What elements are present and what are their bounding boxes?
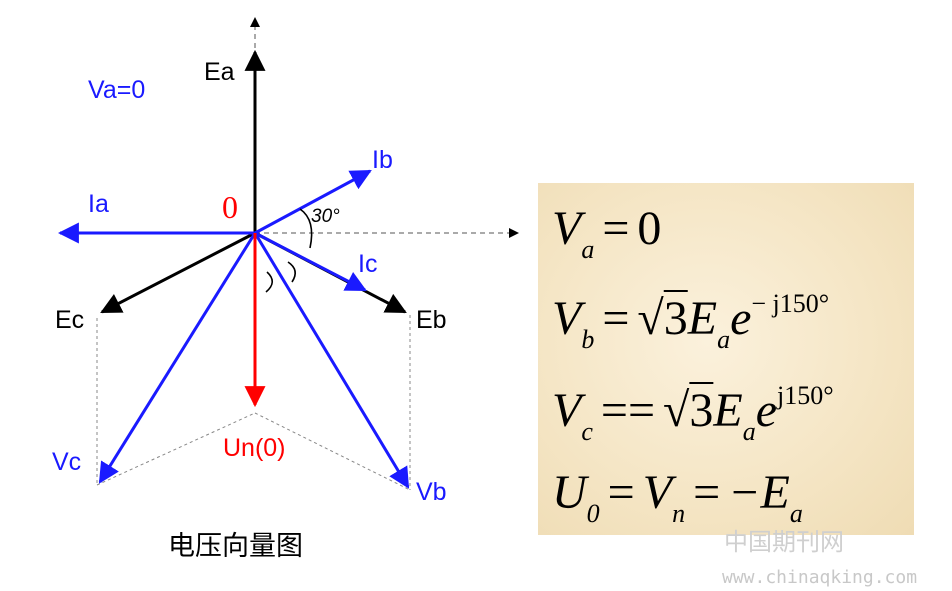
vector-ec xyxy=(100,231,256,314)
radicand: 3 xyxy=(689,384,714,437)
exp-base: e xyxy=(730,292,752,345)
watermark-cn: 中国期刊网 xyxy=(724,528,844,556)
label-ec: Ec xyxy=(55,306,84,334)
symbol-e: E xyxy=(687,292,718,345)
equals-sign: == xyxy=(600,384,656,437)
vector-vc xyxy=(98,232,257,484)
label-ic: Ic xyxy=(358,250,377,278)
symbol-v: V xyxy=(552,292,582,345)
subscript-b: b xyxy=(581,325,595,354)
symbol-v: V xyxy=(552,202,582,255)
subscript-c: c xyxy=(581,417,593,446)
watermark-url: www.chinaqking.com xyxy=(722,567,918,588)
label-ea: Ea xyxy=(204,58,235,86)
angle-arcs xyxy=(265,208,313,293)
diagram-caption: 电压向量图 xyxy=(168,531,303,562)
sqrt-three: √3 xyxy=(663,384,713,437)
vector-ib xyxy=(254,169,372,235)
subscript-zero: 0 xyxy=(586,499,600,528)
label-un: Un(0) xyxy=(223,434,286,462)
subscript-a: a xyxy=(581,235,595,264)
exponent: − j150° xyxy=(751,289,830,318)
symbol-v: V xyxy=(642,466,673,519)
symbol-e: E xyxy=(713,384,743,437)
equals-sign: = xyxy=(693,466,721,519)
subscript-a: a xyxy=(742,417,756,446)
vector-vb xyxy=(253,232,410,489)
formula-vb: Vb=√3Eae− j150° xyxy=(552,291,829,353)
sqrt-three: √3 xyxy=(637,292,687,345)
construction-lines xyxy=(96,315,411,491)
label-ia: Ia xyxy=(88,190,109,218)
formula-panel: Va=0 Vb=√3Eae− j150° Vc==√3Eaej150° U0=V… xyxy=(538,183,914,535)
label-angle: 30° xyxy=(311,206,340,227)
symbol-u: U xyxy=(552,466,587,519)
exponent: j150° xyxy=(777,381,834,410)
formula-va: Va=0 xyxy=(552,205,661,263)
exp-base: e xyxy=(755,384,777,437)
sqrt-sign: √ xyxy=(663,384,690,437)
equals-sign: = xyxy=(602,202,630,255)
formula-vc: Vc==√3Eaej150° xyxy=(552,383,834,445)
label-origin: 0 xyxy=(222,189,238,225)
label-ib: Ib xyxy=(372,146,393,174)
subscript-n: n xyxy=(672,499,686,528)
label-vc: Vc xyxy=(52,448,81,476)
symbol-v: V xyxy=(552,384,582,437)
subscript-a: a xyxy=(789,499,803,528)
formula-u0: U0=Vn=−Ea xyxy=(552,469,803,527)
symbol-neg-e: −E xyxy=(728,466,790,519)
label-vb: Vb xyxy=(416,478,447,506)
value-zero: 0 xyxy=(637,202,662,255)
label-eb: Eb xyxy=(416,306,447,334)
equals-sign: = xyxy=(602,292,630,345)
vector-ic xyxy=(254,231,367,292)
subscript-a: a xyxy=(717,325,731,354)
label-va-zero: Va=0 xyxy=(88,76,145,104)
radicand: 3 xyxy=(663,292,688,345)
sqrt-sign: √ xyxy=(637,292,664,345)
equals-sign: = xyxy=(607,466,635,519)
